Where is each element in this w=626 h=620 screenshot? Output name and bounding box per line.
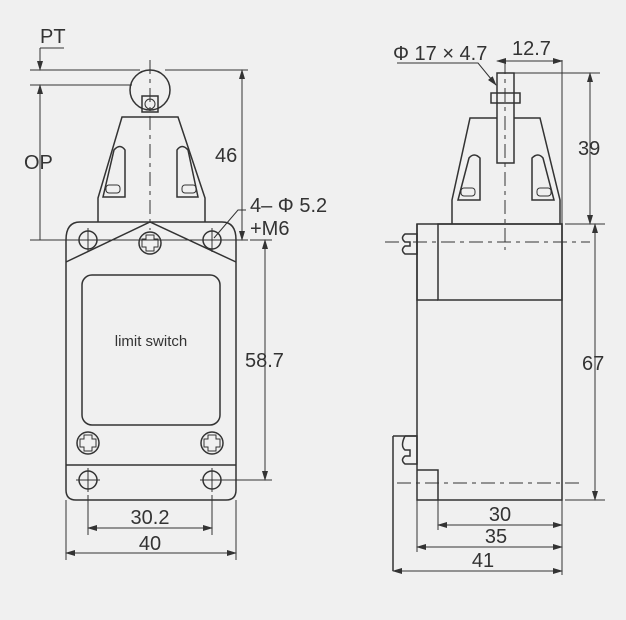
switch-body bbox=[65, 221, 237, 501]
dim-41: 41 bbox=[472, 550, 494, 572]
op-label: OP bbox=[24, 152, 53, 174]
body-text: limit switch bbox=[115, 333, 188, 350]
mount-hole-icons bbox=[76, 228, 224, 492]
dim-39: 39 bbox=[578, 138, 600, 160]
thread-label: +M6 bbox=[250, 218, 289, 240]
holes-label: 4– Φ 5.2 bbox=[250, 195, 327, 217]
dimensions-side bbox=[392, 58, 605, 575]
dim-46: 46 bbox=[215, 145, 237, 167]
dim-40: 40 bbox=[139, 533, 161, 555]
label-panel bbox=[81, 274, 221, 426]
dim-58-7: 58.7 bbox=[245, 350, 284, 372]
dim-30: 30 bbox=[489, 504, 511, 526]
front-view: limit switch bbox=[24, 26, 327, 560]
pt-label: PT bbox=[40, 26, 66, 48]
dim-30-2: 30.2 bbox=[131, 507, 170, 529]
roller-size-label: Φ 17 × 4.7 bbox=[393, 43, 487, 65]
dimensions-front bbox=[30, 47, 272, 560]
actuator-head bbox=[97, 116, 206, 222]
dim-67: 67 bbox=[582, 353, 604, 375]
dim-12-7: 12.7 bbox=[512, 38, 551, 60]
side-view: Φ 17 × 4.7 12.7 39 67 30 35 41 bbox=[385, 38, 605, 575]
dim-35: 35 bbox=[485, 526, 507, 548]
actuator-housing bbox=[451, 117, 561, 224]
